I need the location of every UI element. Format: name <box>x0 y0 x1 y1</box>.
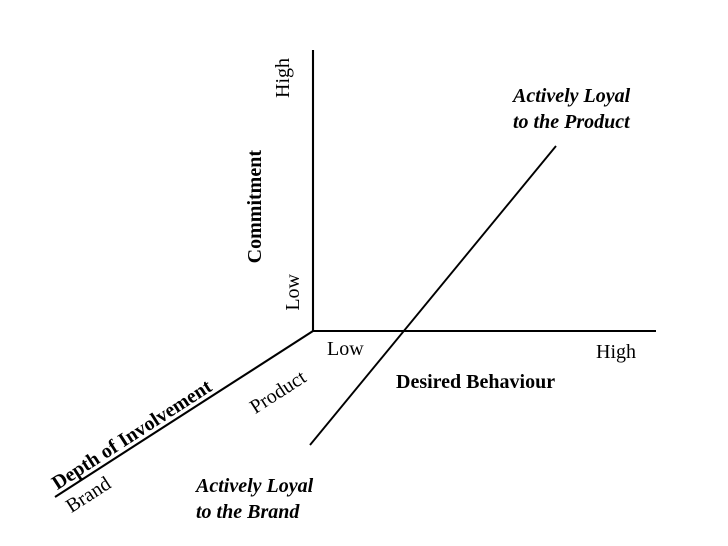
vertical-axis-high-tick: High <box>272 58 294 98</box>
horizontal-axis-low-tick: Low <box>327 338 364 360</box>
callout-product-line-1: Actively Loyal <box>513 85 631 107</box>
horizontal-axis-high-tick: High <box>596 341 636 363</box>
vertical-axis-low-tick: Low <box>282 274 304 311</box>
callout-brand-line-1: Actively Loyal <box>196 475 314 497</box>
horizontal-axis-name: Desired Behaviour <box>396 371 556 393</box>
loyalty-trend-line <box>309 145 557 446</box>
callout-actively-loyal-brand: Actively Loyal to the Brand <box>196 474 313 525</box>
callout-brand-line-2: to the Brand <box>196 500 300 523</box>
callout-product-line-2: to the Product <box>513 110 630 133</box>
callout-actively-loyal-product: Actively Loyal to the Product <box>513 84 630 135</box>
depth-axis-line <box>54 330 314 498</box>
vertical-axis-name: Commitment <box>244 150 266 264</box>
